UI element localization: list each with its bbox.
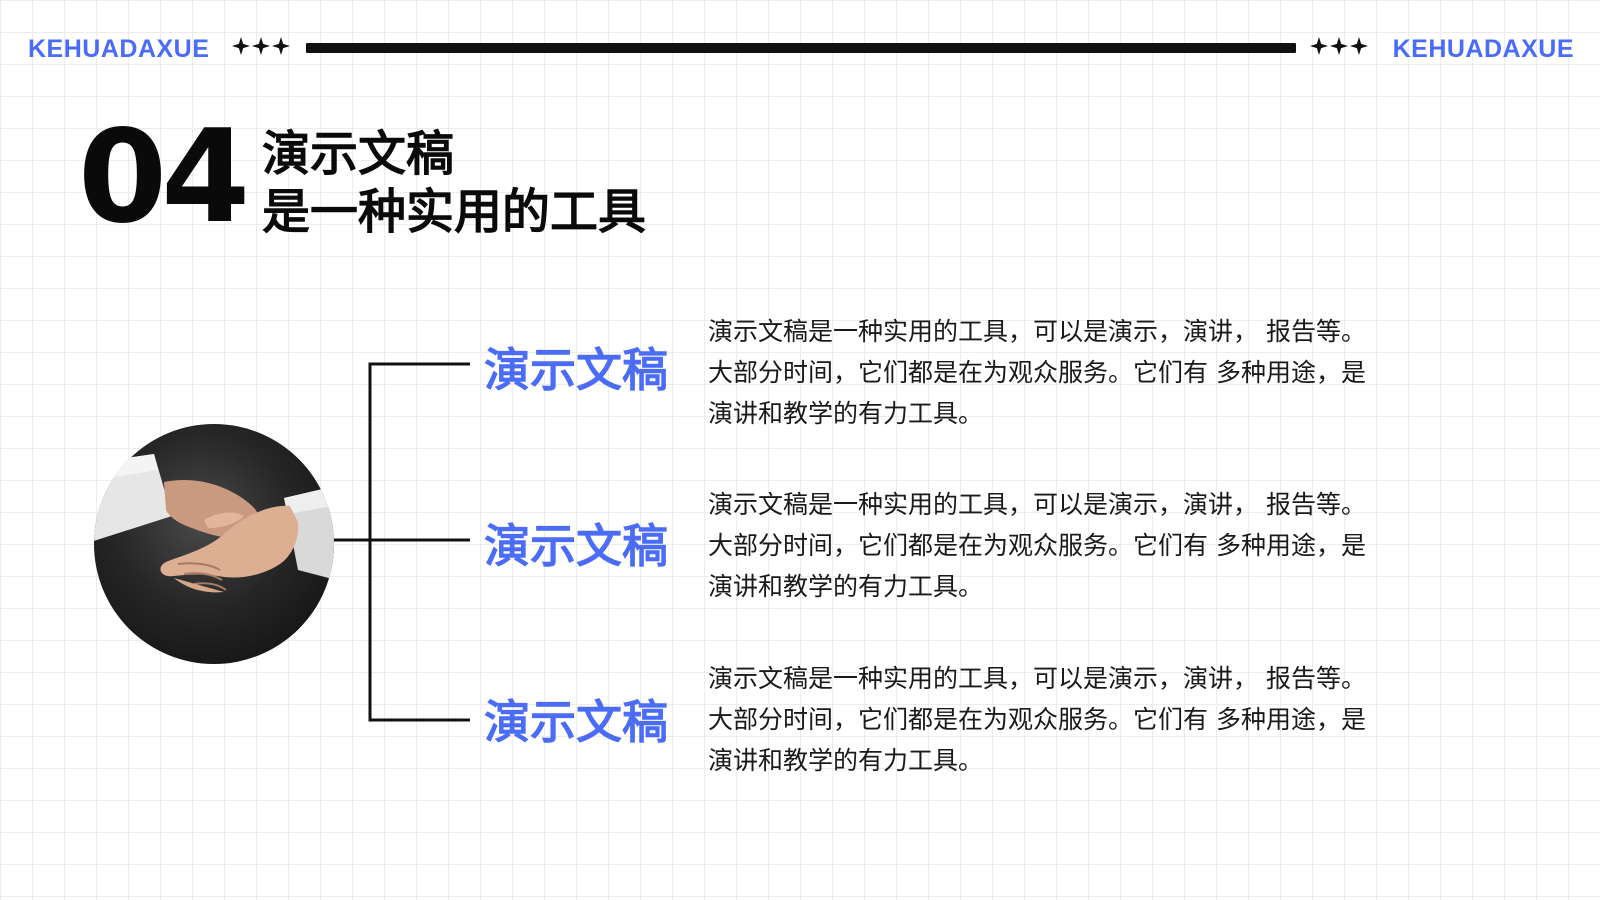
- brand-label-right: KEHUADAXUE: [1392, 35, 1574, 63]
- header-rule: [306, 43, 1296, 53]
- item-heading-3: 演示文稿: [484, 695, 668, 749]
- item-body-2: 演示文稿是一种实用的工具，可以是演示，演讲， 报告等。 大部分时间，它们都是在为…: [708, 484, 1468, 607]
- four-point-star-icon: [1330, 37, 1348, 55]
- item-body-2-line: 演示文稿是一种实用的工具，可以是演示，演讲， 报告等。: [708, 490, 1366, 519]
- four-point-star-icon: [252, 37, 270, 55]
- item-body-1-line: 演讲和教学的有力工具。: [708, 399, 984, 428]
- item-body-3-line: 演示文稿是一种实用的工具，可以是演示，演讲， 报告等。: [708, 664, 1366, 693]
- stars-decoration-right: [1310, 36, 1368, 56]
- brand-label-left: KEHUADAXUE: [28, 35, 210, 63]
- section-title-line-1: 演示文稿: [262, 126, 455, 182]
- stars-decoration-left: [232, 36, 290, 56]
- four-point-star-icon: [1350, 37, 1368, 55]
- item-body-1-line: 演示文稿是一种实用的工具，可以是演示，演讲， 报告等。: [708, 317, 1366, 346]
- four-point-star-icon: [1310, 37, 1328, 55]
- item-body-3-line: 大部分时间，它们都是在为观众服务。它们有 多种用途，是: [708, 705, 1366, 734]
- handshake-photo: [94, 424, 334, 664]
- item-body-3-line: 演讲和教学的有力工具。: [708, 746, 984, 775]
- handshake-icon: [94, 454, 334, 593]
- section-number: 04: [78, 103, 250, 252]
- item-heading-2: 演示文稿: [484, 519, 668, 573]
- item-heading-1: 演示文稿: [484, 343, 668, 397]
- four-point-star-icon: [272, 37, 290, 55]
- item-body-3: 演示文稿是一种实用的工具，可以是演示，演讲， 报告等。 大部分时间，它们都是在为…: [708, 658, 1468, 781]
- four-point-star-icon: [232, 37, 250, 55]
- item-body-2-line: 演讲和教学的有力工具。: [708, 572, 984, 601]
- item-body-1-line: 大部分时间，它们都是在为观众服务。它们有 多种用途，是: [708, 358, 1366, 387]
- item-body-1: 演示文稿是一种实用的工具，可以是演示，演讲， 报告等。 大部分时间，它们都是在为…: [708, 311, 1468, 434]
- section-title-line-2: 是一种实用的工具: [262, 184, 647, 240]
- item-body-2-line: 大部分时间，它们都是在为观众服务。它们有 多种用途，是: [708, 531, 1366, 560]
